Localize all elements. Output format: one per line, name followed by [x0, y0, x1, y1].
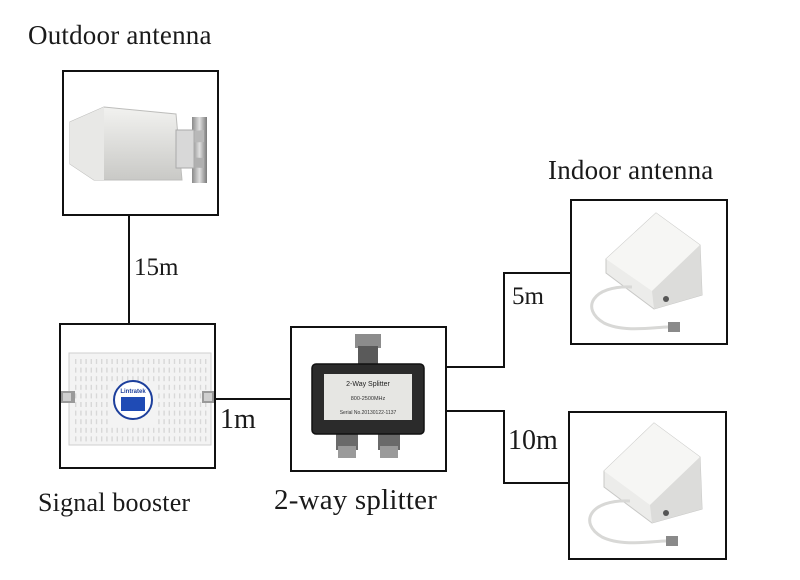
- indoor-antenna-bottom-box: [568, 411, 727, 560]
- booster-brand-text: Lintratek: [120, 389, 146, 395]
- cable-splitter-to-indoor-bottom-h2: [503, 482, 571, 484]
- distance-1m: 1m: [220, 404, 256, 435]
- cable-booster-to-splitter: [215, 398, 291, 400]
- outdoor-antenna-image: [69, 106, 207, 183]
- indoor-antenna-top-image: [590, 212, 703, 332]
- signal-booster-label: Signal booster: [38, 488, 191, 517]
- splitter-image: 2-Way Splitter 800-2500MHz Serial No.201…: [311, 334, 425, 458]
- outdoor-antenna-label: Outdoor antenna: [28, 20, 212, 50]
- splitter-box: 2-Way Splitter 800-2500MHz Serial No.201…: [290, 326, 447, 472]
- distance-5m: 5m: [512, 283, 544, 310]
- cable-splitter-to-indoor-bottom-v: [503, 410, 505, 484]
- signal-booster-image: Lintratek: [61, 352, 214, 446]
- distance-10m: 10m: [508, 425, 558, 456]
- indoor-antenna-label: Indoor antenna: [548, 155, 714, 185]
- splitter-frequency-text: 800-2500MHz: [351, 396, 386, 402]
- cable-splitter-to-indoor-top-h1: [445, 366, 505, 368]
- signal-booster-box: Lintratek: [59, 323, 216, 469]
- indoor-antenna-bottom-image: [588, 422, 703, 546]
- cable-splitter-to-indoor-top-v: [503, 272, 505, 368]
- splitter-label: 2-way splitter: [274, 484, 438, 516]
- cable-splitter-to-indoor-bottom-h1: [445, 410, 505, 412]
- outdoor-antenna-box: [62, 70, 219, 216]
- splitter-name-text: 2-Way Splitter: [346, 381, 390, 388]
- distance-15m: 15m: [134, 254, 179, 281]
- indoor-antenna-top-box: [570, 199, 728, 345]
- splitter-serial-text: Serial No.20130122-1137: [340, 410, 397, 416]
- cable-splitter-to-indoor-top-h2: [503, 272, 571, 274]
- cable-outdoor-to-booster: [128, 215, 130, 324]
